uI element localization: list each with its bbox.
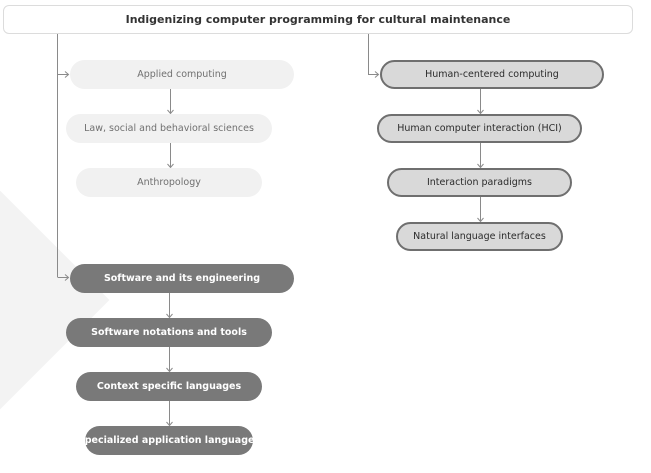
node-software-engineering[interactable]: Software and its engineering: [70, 264, 294, 293]
diagram-title: Indigenizing computer programming for cu…: [3, 5, 633, 34]
node-applied-computing[interactable]: Applied computing: [70, 60, 294, 89]
arrowhead-applied-3: [167, 163, 174, 169]
node-hci[interactable]: Human computer interaction (HCI): [377, 114, 582, 143]
node-interaction-paradigms[interactable]: Interaction paradigms: [387, 168, 572, 197]
arrowhead-applied: [64, 71, 70, 78]
arrowhead-human-2: [477, 109, 484, 115]
node-specialized-application-languages[interactable]: Specialized application languages: [78, 426, 260, 455]
arrowhead-software-2: [166, 313, 173, 319]
node-human-centered-computing[interactable]: Human-centered computing: [380, 60, 604, 89]
arrowhead-software-3: [166, 367, 173, 373]
node-context-specific-languages[interactable]: Context specific languages: [76, 372, 262, 401]
node-law-social-behavioral[interactable]: Law, social and behavioral sciences: [66, 114, 272, 143]
arrowhead-software: [64, 274, 70, 281]
arrowhead-human: [374, 71, 380, 78]
node-anthropology[interactable]: Anthropology: [76, 168, 262, 197]
trunk-line-right: [368, 34, 378, 75]
node-software-notations-tools[interactable]: Software notations and tools: [66, 318, 272, 347]
node-natural-language-interfaces[interactable]: Natural language interfaces: [396, 222, 563, 251]
arrowhead-human-3: [477, 163, 484, 169]
arrowhead-software-4: [166, 421, 173, 427]
arrowhead-applied-2: [167, 109, 174, 115]
arrowhead-human-4: [477, 217, 484, 223]
